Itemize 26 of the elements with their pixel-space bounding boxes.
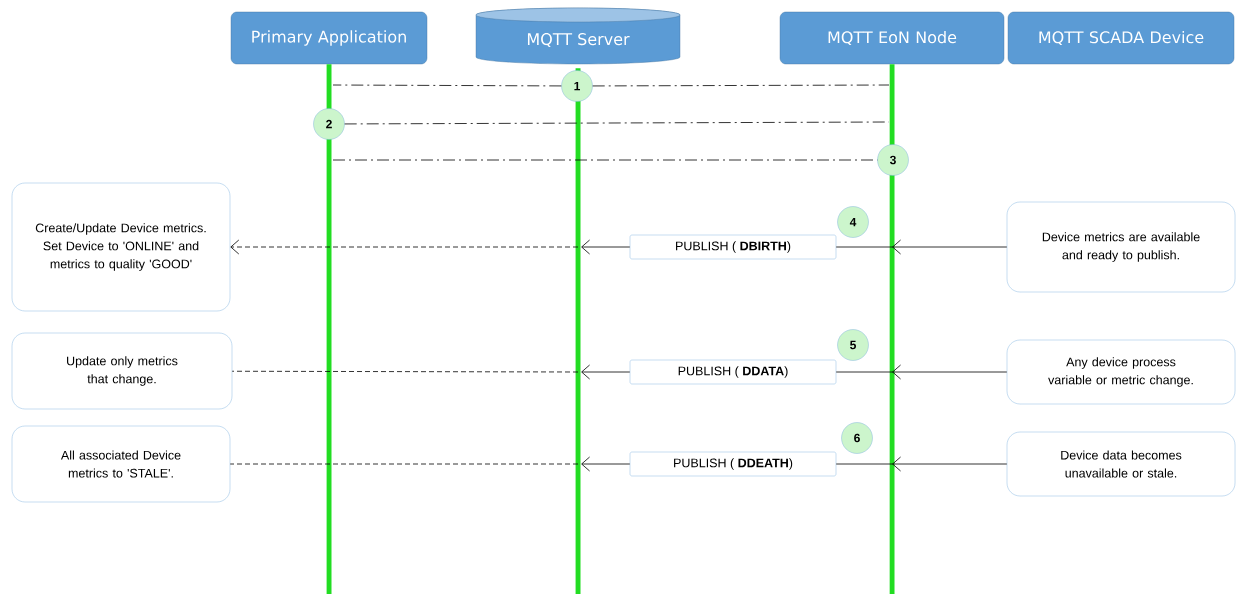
line — [332, 84, 562, 87]
note-box: All associated Device metrics to 'STALE'. — [11, 425, 231, 503]
lifeline — [889, 64, 895, 594]
note-box: Update only metrics that change. — [11, 332, 233, 410]
note-box: Device data becomes unavailable or stale. — [1006, 431, 1236, 497]
header-box: MQTT EoN Node — [779, 11, 1005, 65]
line — [231, 370, 579, 373]
line — [592, 84, 890, 87]
header-box: Primary Application — [230, 11, 428, 65]
header-box: MQTT SCADA Device — [1007, 11, 1235, 65]
message-box: PUBLISH ( DDEATH) — [629, 451, 837, 477]
arrow — [581, 239, 631, 255]
line — [229, 463, 579, 465]
line — [332, 159, 878, 161]
message-box: PUBLISH ( DDATA) — [629, 359, 837, 385]
lifeline — [326, 64, 332, 594]
note-box: Create/Update Device metrics. Set Device to 'ONLINE' and metrics to quality 'GOOD' — [11, 182, 231, 312]
note-box: Device metrics are available and ready to publish. — [1006, 201, 1236, 293]
message-box: PUBLISH ( DBIRTH) — [629, 234, 837, 260]
lifeline — [575, 68, 581, 594]
line — [344, 121, 890, 125]
arrow — [230, 239, 579, 255]
note-box: Any device process variable or metric change. — [1006, 339, 1236, 405]
arrow — [581, 364, 631, 380]
server-cylinder: MQTT Server — [475, 7, 681, 65]
arrow — [581, 456, 631, 472]
